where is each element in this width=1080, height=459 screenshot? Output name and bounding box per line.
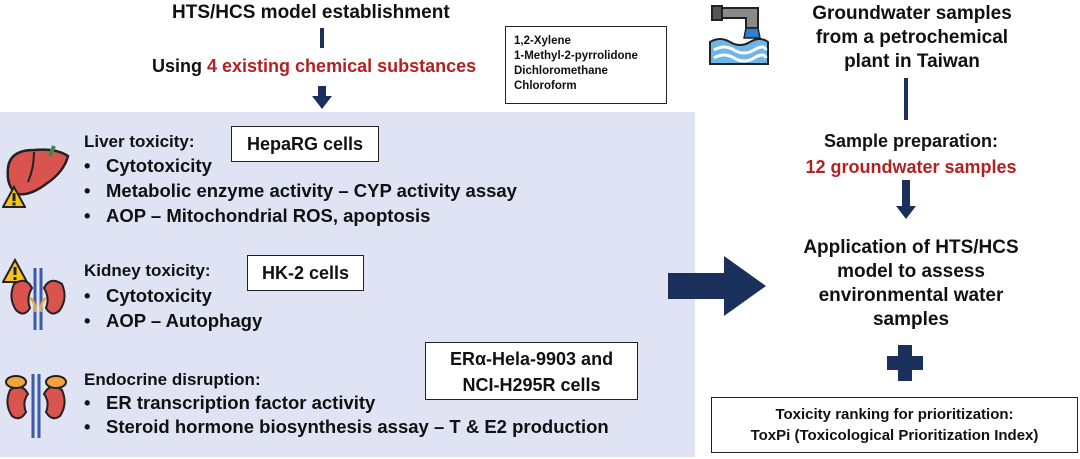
chemical-item: Dichloromethane	[514, 65, 608, 77]
using-prefix: Using	[152, 56, 208, 76]
chemicals-box: 1,2-Xylene 1-Methyl-2-pyrrolidone Dichlo…	[505, 26, 667, 104]
water-pipe-icon	[706, 4, 770, 66]
chemical-item: 1-Methyl-2-pyrrolidone	[514, 50, 638, 62]
endocrine-title: Endocrine disruption:	[84, 370, 261, 389]
liver-item: Metabolic enzyme activity – CYP activity…	[84, 180, 517, 202]
kidney-item: AOP – Autophagy	[84, 310, 262, 332]
kidney-cells-box: HK-2 cells	[247, 255, 364, 291]
application-line: Application of HTS/HCS	[803, 237, 1019, 258]
model-title: HTS/HCS model establishment	[172, 2, 450, 23]
endocrine-item: Steroid hormone biosynthesis assay – T &…	[84, 416, 609, 438]
toxpi-line: Toxicity ranking for prioritization:	[775, 406, 1014, 423]
right-arrow-icon	[668, 256, 768, 316]
using-highlight: 4 existing chemical substances	[207, 56, 477, 76]
chemical-item: 1,2-Xylene	[514, 35, 571, 47]
liver-item: Cytotoxicity	[84, 155, 212, 177]
kidney-title: Kidney toxicity:	[84, 261, 211, 280]
application-text: Application of HTS/HCS model to assess e…	[766, 236, 1056, 332]
endocrine-item: ER transcription factor activity	[84, 392, 375, 414]
kidney-item: Cytotoxicity	[84, 285, 212, 307]
application-line: model to assess	[837, 261, 985, 282]
down-arrow-icon	[312, 86, 332, 110]
connector-line	[320, 28, 324, 48]
down-arrow-icon	[896, 180, 916, 220]
samples-line: Groundwater samples	[812, 3, 1012, 24]
liver-item: AOP – Mitochondrial ROS, apoptosis	[84, 205, 430, 227]
toxpi-line: ToxPi (Toxicological Prioritization Inde…	[750, 427, 1039, 444]
samples-title: Groundwater samples from a petrochemical…	[768, 2, 1056, 74]
adrenal-icon	[2, 370, 70, 440]
endocrine-cells-line: ERα-Hela-9903 and	[449, 349, 614, 369]
warning-icon	[2, 185, 26, 209]
connector-line	[904, 78, 908, 120]
using-line: Using 4 existing chemical substances	[152, 56, 476, 77]
toxpi-box: Toxicity ranking for prioritization: Tox…	[711, 397, 1078, 453]
liver-cells-box: HepaRG cells	[231, 126, 379, 162]
prep-highlight: 12 groundwater samples	[805, 157, 1017, 177]
kidney-icon	[6, 262, 70, 332]
warning-icon	[2, 258, 28, 284]
endocrine-cells-line: NCI-H295R cells	[462, 375, 601, 395]
sample-preparation: Sample preparation: 12 groundwater sampl…	[772, 128, 1050, 180]
application-line: environmental water	[818, 285, 1004, 306]
prep-label: Sample preparation:	[823, 131, 999, 151]
samples-line: from a petrochemical	[815, 27, 1009, 48]
liver-title: Liver toxicity:	[84, 132, 195, 151]
chemical-item: Chloroform	[514, 80, 577, 92]
samples-line: plant in Taiwan	[844, 51, 980, 72]
plus-icon	[885, 343, 925, 383]
application-line: samples	[872, 309, 950, 330]
endocrine-cells-box: ERα-Hela-9903 and NCI-H295R cells	[425, 342, 638, 400]
